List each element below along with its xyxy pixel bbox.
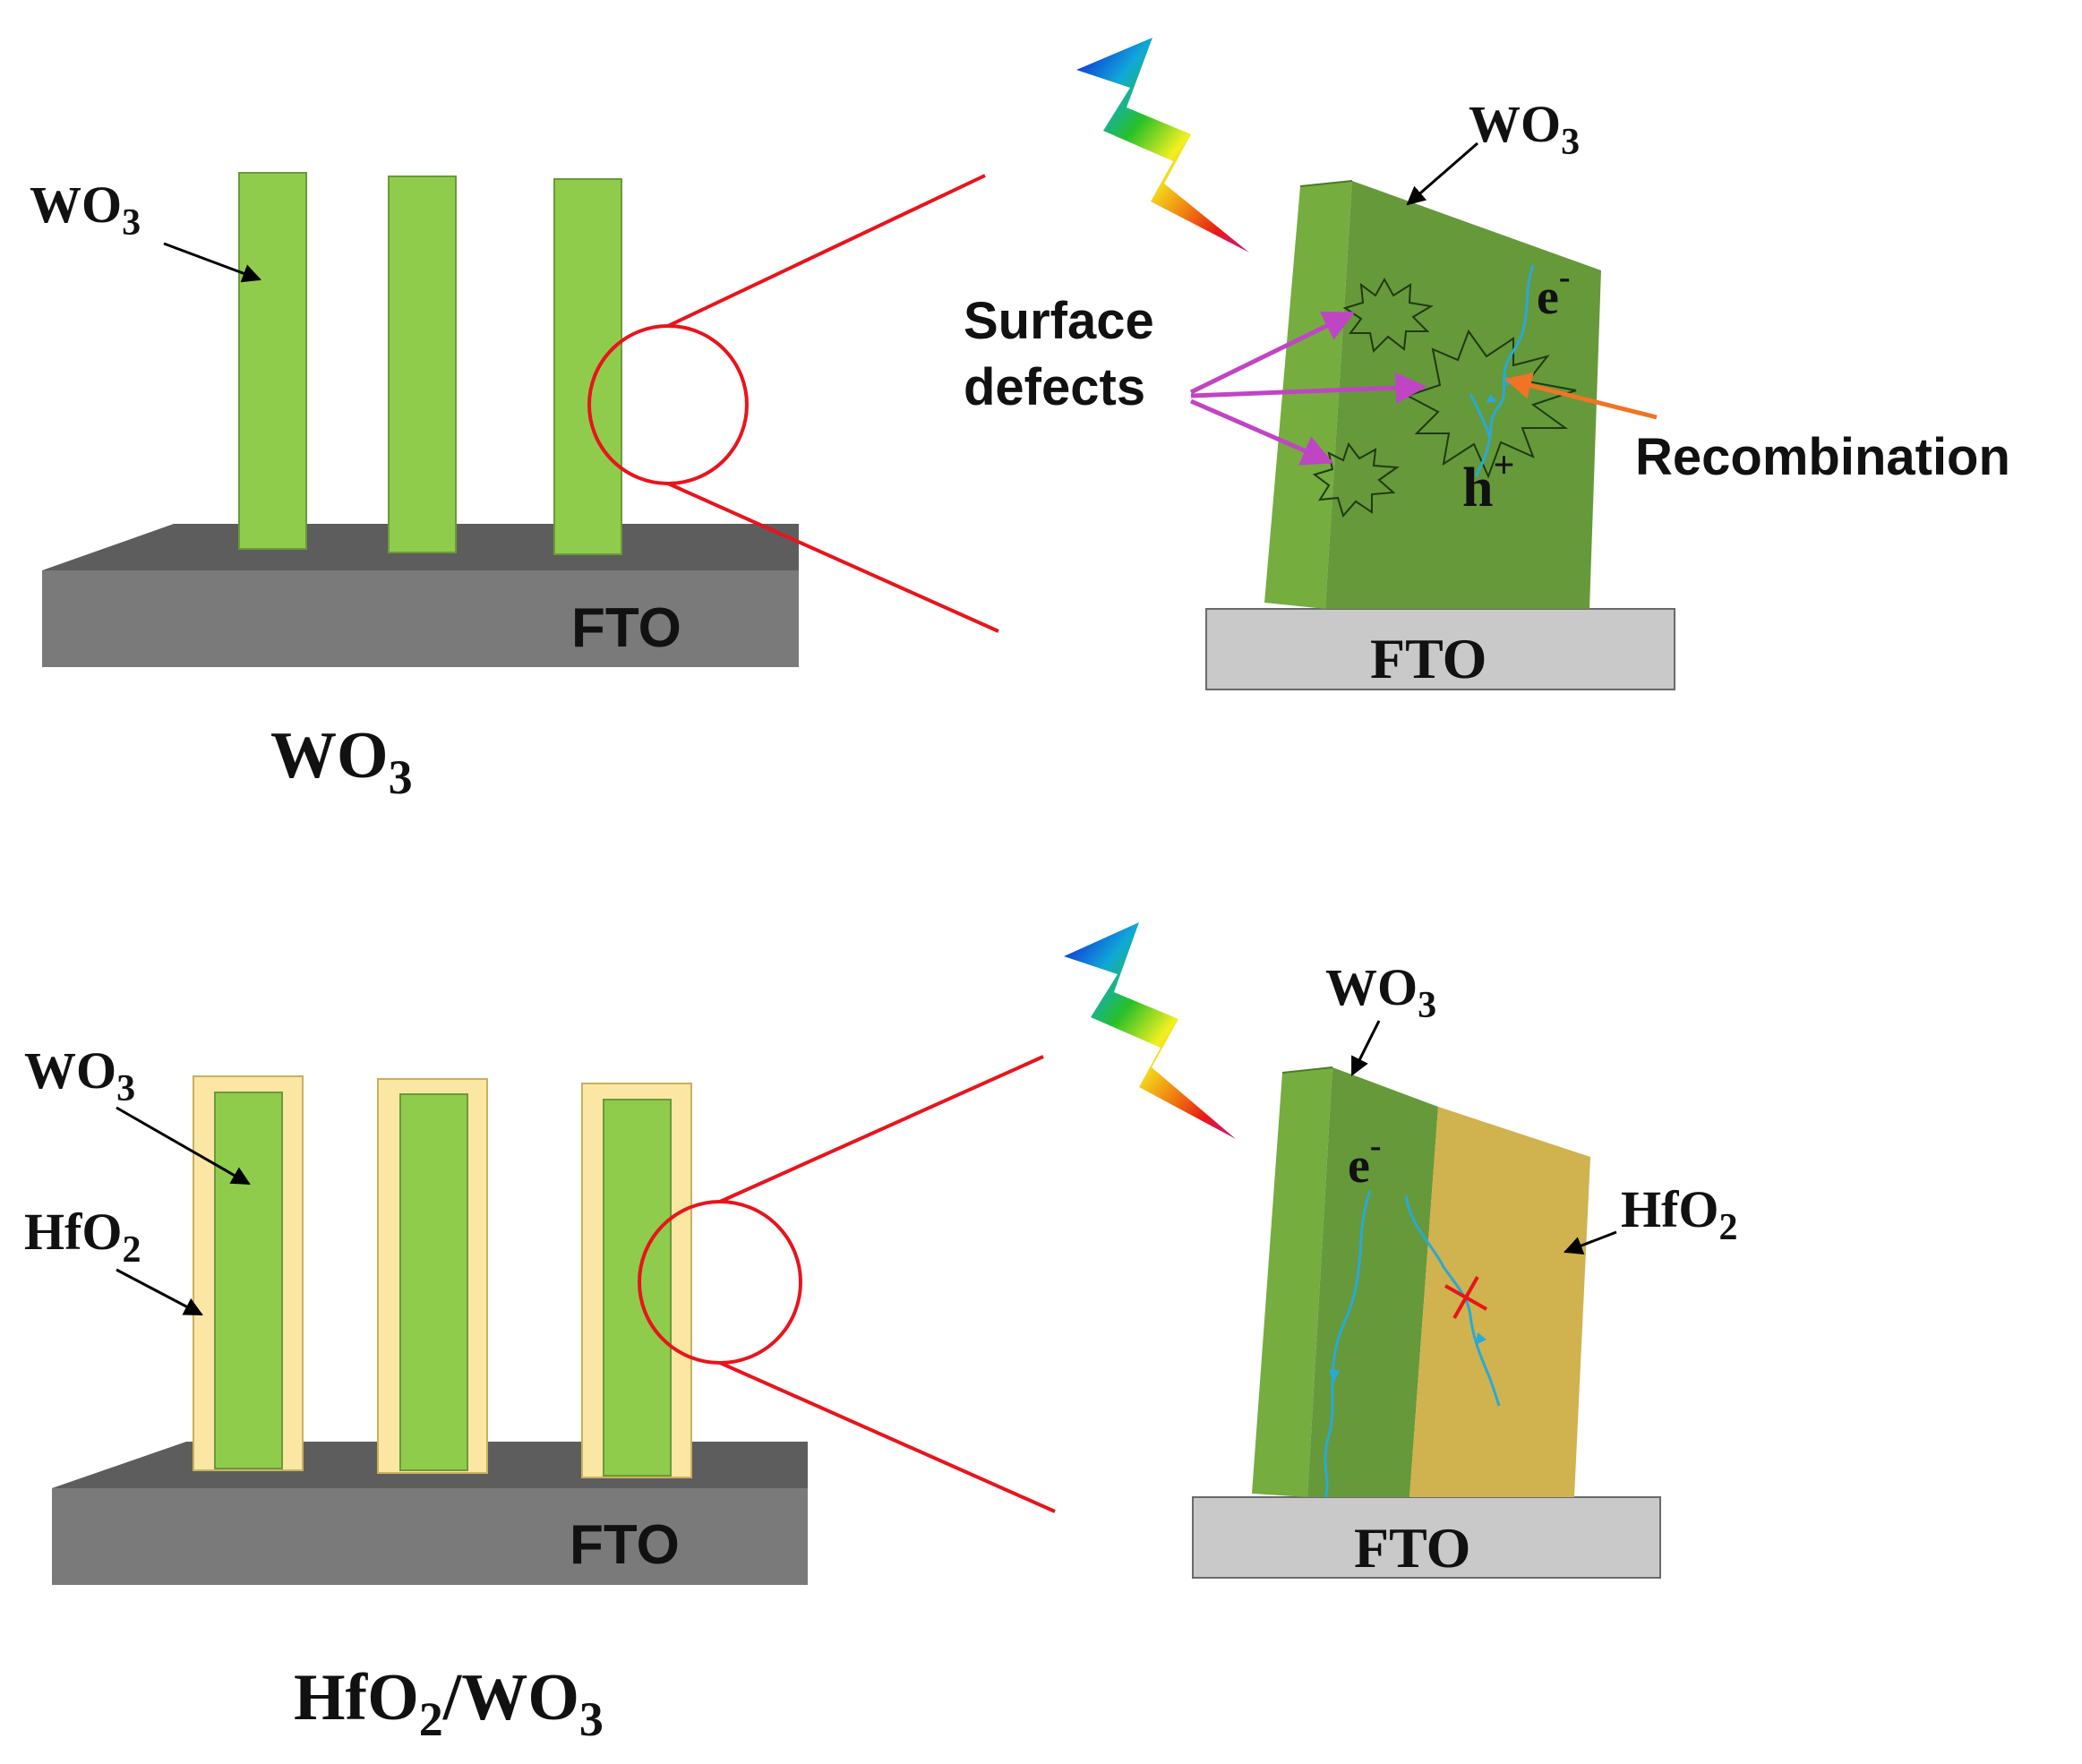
top-fto-label: FTO — [571, 597, 681, 659]
top-light-bolt-icon — [1076, 38, 1249, 253]
bottom-core-3 — [603, 1099, 672, 1477]
recombination-label: Recombination — [1635, 428, 2010, 486]
top-hole-label: h+ — [1462, 445, 1514, 518]
defect-arrow-3 — [1190, 398, 1334, 466]
bottom-core-2 — [399, 1093, 468, 1471]
top-zoom-slab: FTO — [1205, 180, 1675, 690]
bottom-fto-slab-front — [52, 1488, 808, 1585]
surface-defects-label-line2: defects — [964, 358, 1145, 416]
bottom-zoom-slab: FTO — [1192, 1066, 1661, 1580]
top-wo3-array: FTO — [42, 172, 799, 667]
top-wo3-label: WO3 — [30, 176, 141, 244]
top-zoom-fto-label: FTO — [1370, 627, 1487, 690]
top-defect-3 — [1312, 441, 1400, 518]
bottom-zoom-hfo2-pointer — [1564, 1230, 1617, 1254]
top-zoom-slab-side — [1264, 181, 1352, 609]
bottom-hfo2-wo3-array: FTO — [52, 1075, 808, 1585]
recombination-arrow — [1504, 372, 1658, 420]
bottom-light-bolt-icon — [1064, 922, 1236, 1139]
bottom-hfo2-pointer — [116, 1268, 203, 1316]
top-electron-label: e- — [1537, 259, 1571, 325]
bottom-zoom-hfo2-block — [1409, 1107, 1590, 1497]
bottom-hfo2-label: HfO2 — [24, 1203, 141, 1271]
bottom-zoom-fto-label: FTO — [1354, 1516, 1470, 1580]
bottom-zoom-fto — [1192, 1496, 1661, 1579]
top-defect-1 — [1342, 277, 1434, 354]
bottom-zoom-wo3-label: WO3 — [1325, 958, 1436, 1026]
bottom-electron-label: e- — [1348, 1127, 1382, 1194]
defect-arrow-2 — [1190, 372, 1427, 404]
bottom-blocked-path — [1404, 1195, 1501, 1407]
bottom-zoom-wo3-side — [1252, 1067, 1332, 1497]
bottom-wo3-pointer — [116, 1106, 251, 1186]
top-nanorod-1 — [238, 172, 307, 550]
defect-arrow-1 — [1189, 311, 1356, 395]
top-defect-2 — [1405, 329, 1577, 479]
bottom-fto-label: FTO — [570, 1514, 680, 1576]
bottom-block-mark-icon — [1444, 1276, 1487, 1319]
top-zoom-line-lower — [667, 482, 999, 633]
bottom-zoom-indicator — [638, 1055, 1056, 1513]
top-zoom-line-upper — [667, 174, 986, 328]
bottom-electron-path — [1324, 1190, 1372, 1498]
top-nanorod-2 — [388, 176, 457, 553]
bottom-zoom-wo3-pointer — [1350, 1020, 1381, 1076]
top-hole-path — [1469, 393, 1492, 477]
bottom-zoom-line-lower — [719, 1361, 1056, 1513]
top-zoom-indicator — [587, 174, 999, 633]
top-zoom-wo3-label: WO3 — [1469, 95, 1580, 163]
top-wo3-pointer — [163, 242, 261, 283]
bottom-core-1 — [214, 1092, 283, 1469]
top-zoom-fto — [1205, 608, 1675, 690]
bottom-zoom-line-upper — [719, 1055, 1044, 1203]
top-electron-path — [1488, 264, 1535, 438]
bottom-wo3-label: WO3 — [24, 1041, 135, 1109]
top-zoom-slab-front — [1325, 181, 1601, 609]
top-fto-slab-front — [42, 570, 799, 667]
bottom-caption: HfO2/WO3 — [294, 1661, 604, 1746]
bottom-zoom-hfo2-label: HfO2 — [1621, 1180, 1738, 1248]
bottom-zoom-wo3-front — [1307, 1067, 1438, 1497]
top-caption: WO3 — [270, 719, 413, 804]
surface-defects-label-line1: Surface — [964, 292, 1154, 350]
top-zoom-wo3-pointer — [1406, 141, 1478, 206]
top-nanorod-3 — [553, 178, 622, 555]
